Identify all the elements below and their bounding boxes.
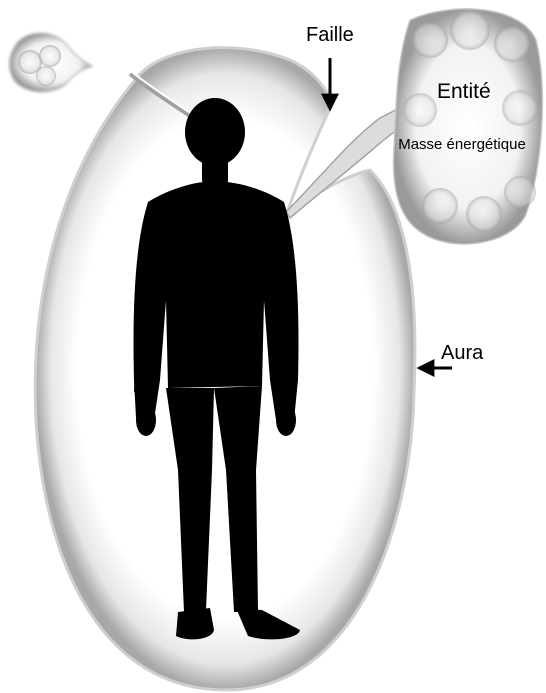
aura-label: Aura	[441, 342, 483, 365]
small-energy-blob	[10, 33, 93, 92]
entity-energy-mass	[394, 9, 543, 244]
faille-label: Faille	[306, 24, 354, 47]
entity-label: Entité	[437, 80, 491, 104]
energy-mass-label: Masse énergétique	[398, 135, 526, 154]
